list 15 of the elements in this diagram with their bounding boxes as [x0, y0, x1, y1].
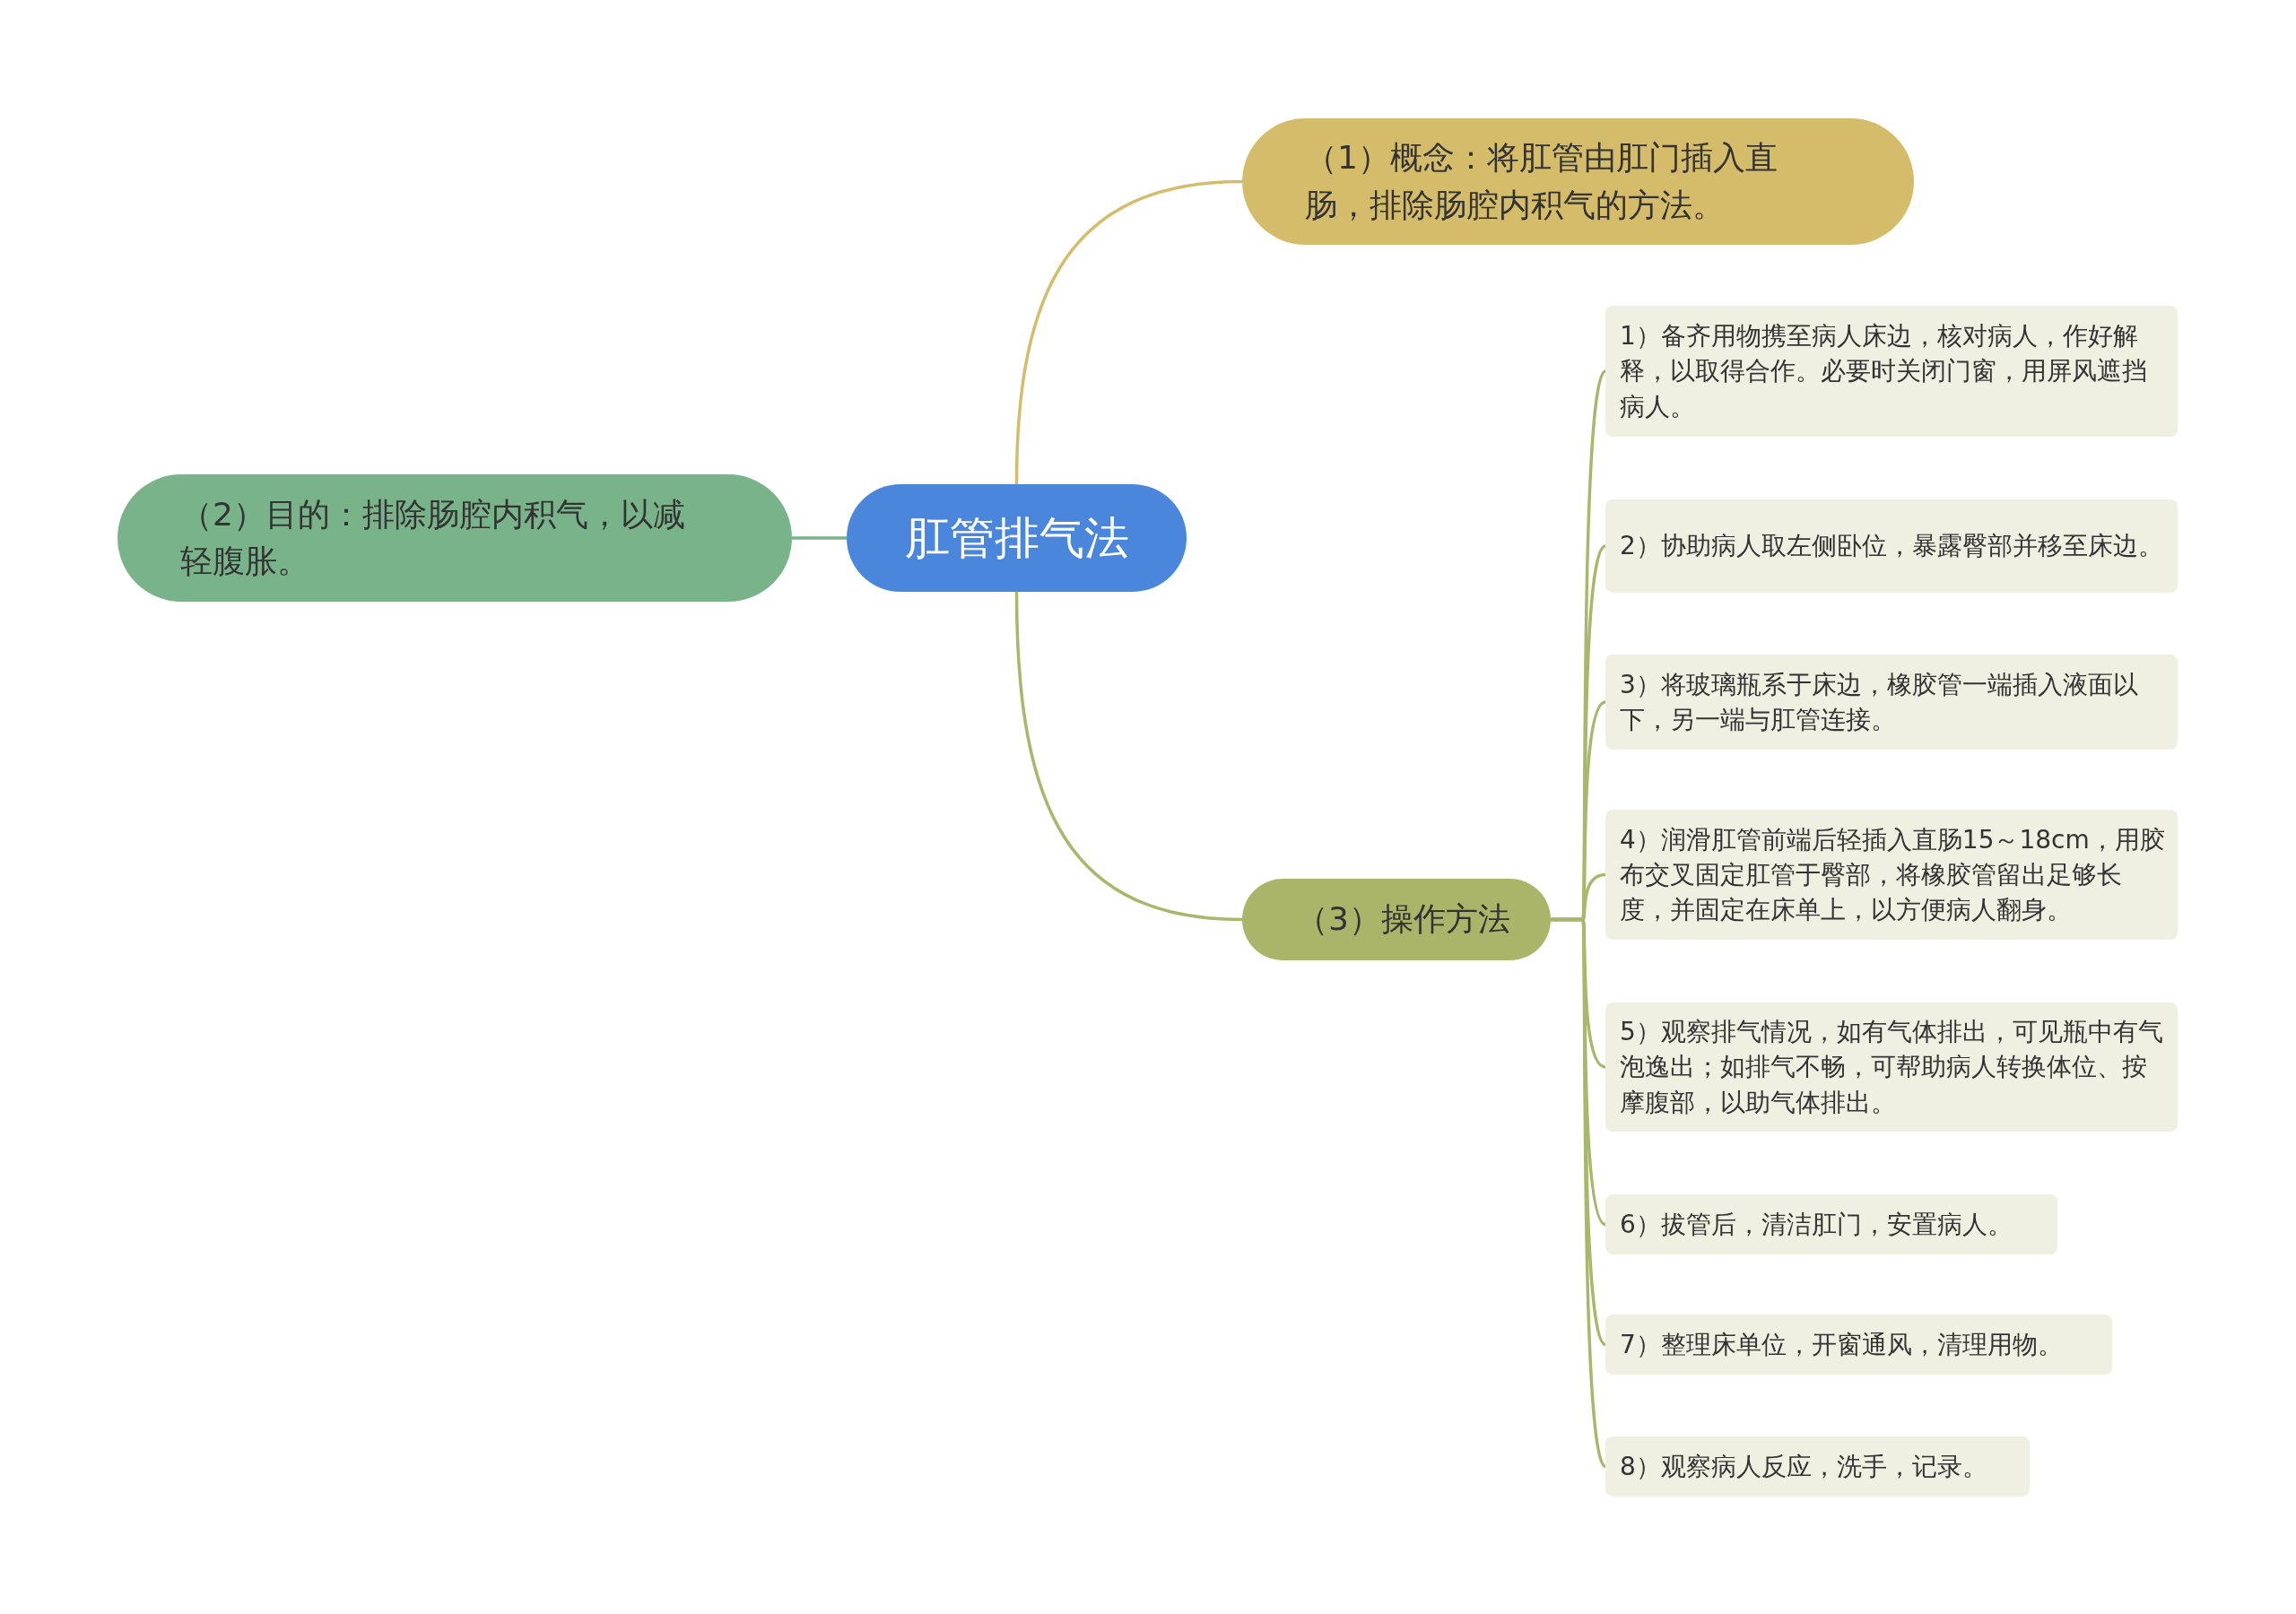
step-box: 1）备齐用物携至病人床边，核对病人，作好解释，以取得合作。必要时关闭门窗，用屏风遮挡病人。: [1605, 306, 2178, 437]
step-box: 3）将玻璃瓶系于床边，橡胶管一端插入液面以下，另一端与肛管连接。: [1605, 655, 2178, 750]
topic-box: （1）概念：将肛管由肛门插入直肠，排除肠腔内积气的方法。: [1242, 118, 1914, 245]
step-box: 6）拔管后，清洁肛门，安置病人。: [1605, 1194, 2057, 1254]
step-box: 8）观察病人反应，洗手，记录。: [1605, 1436, 2030, 1497]
step-box: 2）协助病人取左侧卧位，暴露臀部并移至床边。: [1605, 499, 2178, 593]
connector: [1014, 179, 1243, 485]
step-box: 5）观察排气情况，如有气体排出，可见瓶中有气泡逸出；如排气不畅，可帮助病人转换体位、按摩腹部，以助气体排出。: [1605, 1002, 2178, 1132]
topic-box: （2）目的：排除肠腔内积气，以减轻腹胀。: [117, 474, 792, 602]
central-topic: 肛管排气法: [847, 484, 1187, 592]
step-box: 7）整理床单位，开窗通风，清理用物。: [1605, 1315, 2112, 1375]
step-box: 4）润滑肛管前端后轻插入直肠15～18cm，用胶布交叉固定肛管于臀部，将橡胶管留出足够长度，并固定在床单上，以方便病人翻身。: [1605, 810, 2178, 940]
topic-box: （3）操作方法: [1242, 879, 1551, 960]
connector: [1014, 591, 1243, 922]
connector: [792, 536, 847, 540]
